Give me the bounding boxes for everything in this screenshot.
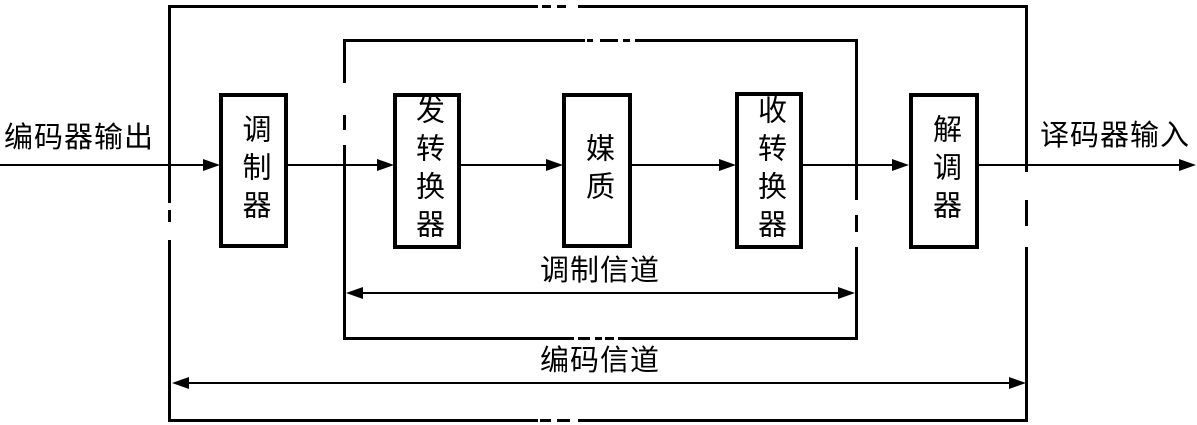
decoder-input-label: 译码器输入 [1040, 120, 1191, 152]
box-modulator: 调制器 [219, 93, 288, 248]
dash-dot-break-outer-bottom [538, 414, 578, 425]
coding-channel-extent-line [178, 382, 1020, 384]
dash-dot-break-outer-right [1021, 172, 1033, 247]
flow-line-input [0, 164, 206, 166]
encoder-output-label: 编码器输出 [4, 122, 155, 154]
box-tx-converter-label: 发转换器 [411, 95, 444, 247]
flow-arrow-to-demodulator [892, 159, 909, 171]
dash-dot-break-inner-bottom [574, 334, 618, 346]
modulation-channel-label: 调制信道 [540, 255, 661, 287]
flow-arrow-to-medium [546, 159, 563, 171]
dash-dot-break-inner-right [852, 200, 864, 247]
dash-dot-break-inner-top [585, 36, 635, 46]
flow-arrow-to-rx-converter [719, 159, 736, 171]
coding-channel-label: 编码信道 [539, 345, 660, 377]
flow-line-1 [288, 164, 380, 166]
dash-dot-break-outer-left [164, 203, 176, 240]
box-rx-converter-label: 收转换器 [753, 94, 786, 247]
modulation-channel-arrow-left [346, 287, 363, 299]
flow-arrow-to-modulator [203, 159, 220, 171]
flow-line-2 [461, 164, 549, 166]
dash-dot-break-inner-left [339, 83, 351, 145]
box-tx-converter: 发转换器 [393, 93, 461, 249]
box-demodulator-label: 解调器 [928, 114, 961, 228]
coding-channel-arrow-left [172, 377, 189, 389]
box-rx-converter: 收转换器 [735, 92, 803, 249]
flow-arrow-output [1179, 159, 1196, 171]
box-demodulator: 解调器 [909, 93, 979, 249]
box-modulator-label: 调制器 [238, 113, 270, 228]
modulation-channel-arrow-right [838, 287, 855, 299]
box-medium-label: 媒质 [581, 132, 614, 209]
flow-line-4 [803, 164, 895, 166]
dash-dot-break-outer-top [538, 2, 578, 12]
modulation-channel-extent-line [352, 292, 849, 294]
flow-line-output [979, 164, 1182, 166]
coding-channel-arrow-right [1009, 377, 1026, 389]
flow-arrow-to-tx-converter [377, 159, 394, 171]
box-medium: 媒质 [562, 93, 632, 248]
flow-line-3 [632, 164, 720, 166]
